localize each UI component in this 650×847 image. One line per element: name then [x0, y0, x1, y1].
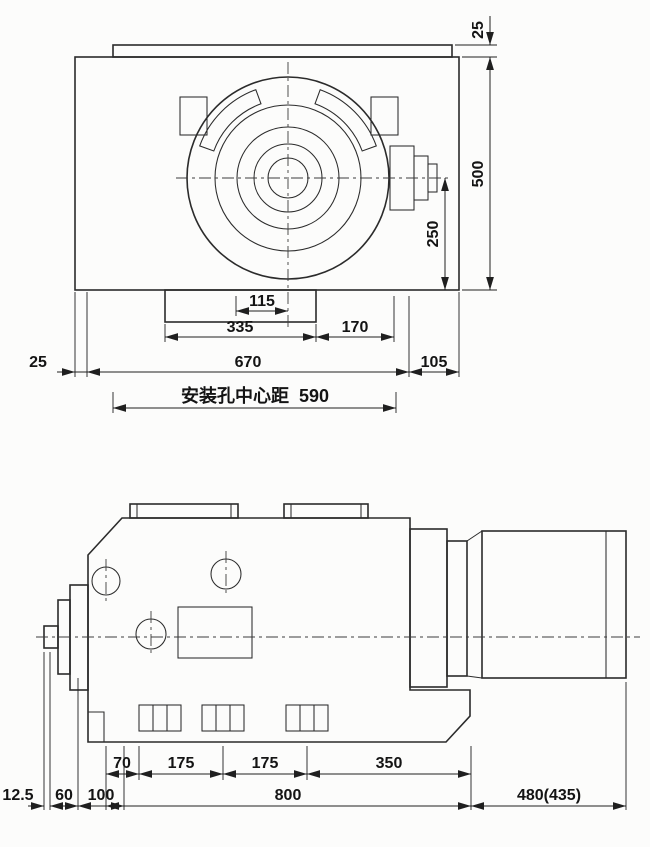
- foot-pad-2: [201, 704, 245, 732]
- top-view-dimensions: 25 500 250 115 335 170 25 670: [29, 16, 497, 413]
- dim-base-width: 335: [227, 319, 254, 336]
- dim-housing-offset: 100: [88, 787, 115, 804]
- dim-right-margin: 105: [421, 354, 448, 371]
- arc-slot-left: [199, 89, 262, 152]
- side-view-outline: [87, 517, 471, 743]
- motor-body: [481, 530, 627, 679]
- bearing-housing: [69, 584, 89, 691]
- dim-center-height: 250: [425, 221, 442, 248]
- dim-foot-offset: 70: [113, 755, 131, 772]
- dim-foot-pitch-3: 350: [376, 755, 403, 772]
- flange-plate-top: [112, 44, 453, 58]
- bottom-pads: [138, 704, 329, 732]
- dim-shaft-tip: 12.5: [2, 787, 33, 804]
- motor-assembly: [409, 528, 627, 688]
- output-shaft-side: [43, 584, 89, 691]
- center-lines-side: [36, 551, 640, 657]
- motor-flange: [446, 540, 468, 677]
- top-view-outline: [74, 44, 460, 323]
- top-cover-1: [129, 503, 239, 519]
- housing-body-side: [87, 517, 471, 743]
- dim-overall-height: 500: [470, 161, 487, 188]
- clamp-tab-left: [179, 96, 208, 136]
- dim-left-margin: 25: [29, 354, 47, 371]
- base-pad-top: [164, 289, 317, 323]
- base-step: [88, 711, 105, 742]
- housing-body-top: [74, 56, 460, 291]
- center-lines-top: [176, 62, 452, 330]
- arc-slot-right: [314, 89, 377, 152]
- dim-body-length: 670: [235, 354, 262, 371]
- bell-housing: [409, 528, 448, 688]
- dim-flange-height: 25: [470, 21, 487, 39]
- top-view: 25 500 250 115 335 170 25 670: [29, 16, 497, 413]
- side-view: 70 175 175 350 12.5 60 100 800 480(435): [2, 503, 640, 810]
- dim-overall-length: 800: [275, 787, 302, 804]
- side-features: [91, 558, 253, 659]
- dim-shaft-length: 60: [55, 787, 73, 804]
- dim-slot-offset: 115: [249, 293, 275, 310]
- clamp-tab-right: [370, 96, 399, 136]
- nameplate: [177, 606, 253, 659]
- dim-mounting-distance: 安装孔中心距 590: [181, 385, 329, 406]
- foot-pad-1: [138, 704, 182, 732]
- top-covers: [129, 503, 369, 519]
- top-cover-2: [283, 503, 369, 519]
- foot-pad-3: [285, 704, 329, 732]
- clamp-tabs: [179, 96, 399, 136]
- dim-motor-length: 480(435): [517, 787, 581, 804]
- mounting-distance-value: 590: [299, 386, 329, 406]
- mounting-distance-label: 安装孔中心距: [181, 385, 289, 406]
- side-view-dimensions: 70 175 175 350 12.5 60 100 800 480(435): [2, 652, 627, 810]
- dim-foot-pitch-2: 175: [252, 755, 279, 772]
- dim-tab-offset: 170: [342, 319, 369, 336]
- dim-foot-pitch-1: 175: [168, 755, 195, 772]
